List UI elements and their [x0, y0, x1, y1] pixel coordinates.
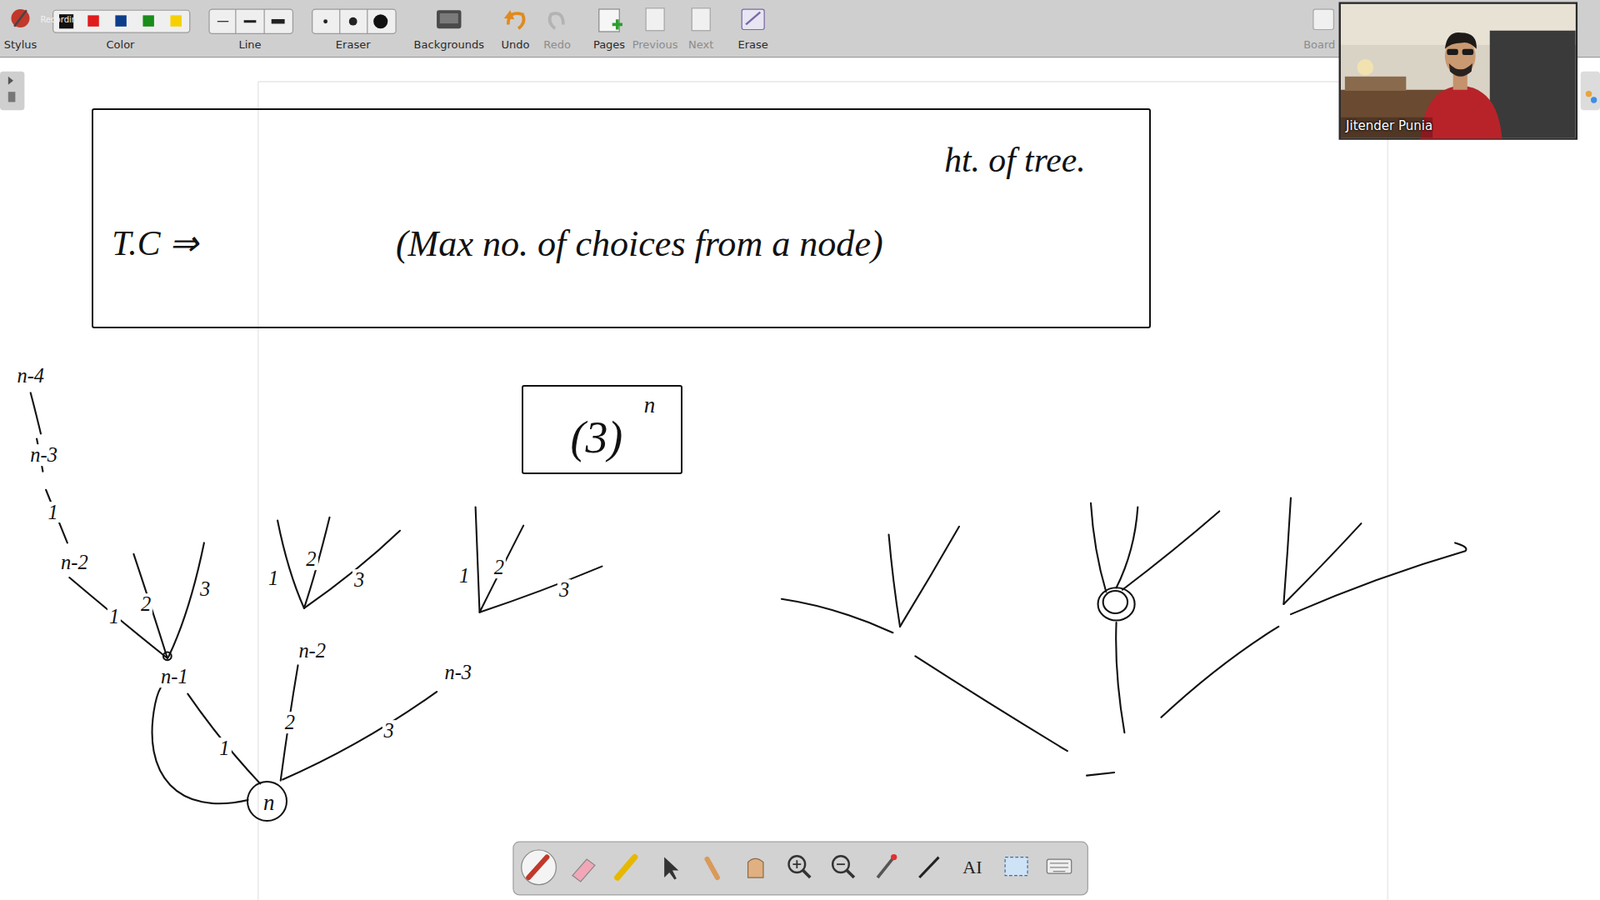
toolbar-label: Erase: [738, 39, 769, 51]
toolbar-label: Redo: [543, 39, 571, 51]
tool-icon-text: AI: [962, 857, 982, 877]
tree-label: 1: [266, 567, 280, 590]
bottom-toolbar: [513, 841, 1088, 895]
presenter-name: Jitender Punia: [1345, 120, 1433, 134]
node-letter: n: [263, 790, 275, 815]
tree-label: 3: [198, 578, 212, 600]
tree-label: n-3: [28, 444, 60, 466]
exponent-note: ht. of tree.: [944, 142, 1086, 180]
tree-label: n-4: [15, 365, 46, 387]
tree-label: 2: [304, 548, 318, 570]
tree-label: 2: [492, 556, 506, 579]
base-text: (3): [570, 414, 623, 462]
side-tab: [0, 71, 25, 111]
toolbar-icons: [10, 8, 1334, 35]
formula-prefix: T.C ⇒: [111, 226, 199, 264]
tree-label: n-3: [442, 661, 474, 684]
toolbar-label: Stylus: [4, 39, 38, 51]
tree-label: 1: [46, 501, 60, 524]
toolbar-label: Backgrounds: [414, 39, 485, 51]
side-tab: [1580, 71, 1600, 111]
toolbar-label: Board: [1303, 39, 1335, 51]
toolbar-label: Next: [688, 39, 714, 51]
toolbar-label: Pages: [593, 39, 625, 51]
page-border: [258, 81, 1389, 900]
tree-label: 2: [283, 711, 297, 734]
tree-label: 3: [381, 720, 395, 742]
root-node: n: [246, 780, 288, 822]
tree-label: 1: [107, 605, 121, 628]
webcam-overlay: [1339, 1, 1579, 140]
tree-sketch: [30, 392, 1467, 804]
recording-badge: Recording: [40, 15, 82, 25]
tree-label: 1: [457, 565, 471, 587]
toolbar-label: Color: [106, 39, 135, 51]
toolbar-label: Undo: [500, 39, 530, 51]
tree-label: n-2: [59, 551, 90, 574]
tree-label: n-2: [296, 640, 328, 662]
formula-text: (Max no. of choices from a node): [395, 225, 884, 264]
tree-label: n-1: [159, 665, 190, 688]
tree-label: 1: [217, 737, 231, 760]
tree-label: 3: [557, 579, 571, 601]
exponent-text: n: [644, 393, 655, 417]
toolbar-label: Previous: [632, 39, 679, 51]
toolbar-label: Eraser: [335, 39, 371, 51]
formula-box: T.C ⇒ (Max no. of choices from a node) ht.…: [91, 108, 1151, 329]
tree-label: 3: [352, 569, 366, 591]
toolbar-label: Line: [238, 39, 261, 51]
result-box: (3) n: [521, 385, 683, 475]
tree-label: 2: [139, 593, 153, 615]
